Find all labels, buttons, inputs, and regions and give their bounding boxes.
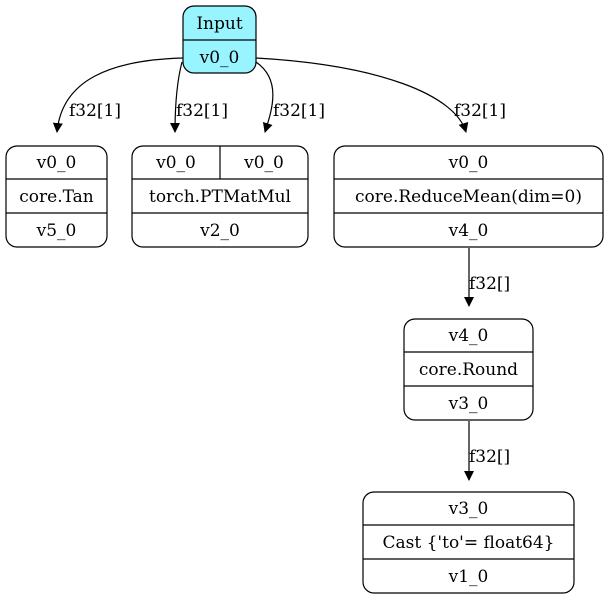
edge-input-to-matmul-b (255, 61, 274, 133)
node-matmul[interactable]: v0_0 v0_0 torch.PTMatMul v2_0 (131, 145, 309, 248)
edge-input-to-reduce-mean (255, 57, 469, 133)
edges (52, 57, 474, 481)
node-reduce-mean-output: v4_0 (448, 221, 489, 241)
node-cast-op: Cast {'to'= float64} (383, 533, 555, 553)
node-reduce-mean-op: core.ReduceMean(dim=0) (355, 187, 582, 207)
node-round-input: v4_0 (448, 326, 489, 346)
edge-label-input-to-tan: f32[1] (69, 101, 121, 121)
node-round-output: v3_0 (448, 394, 489, 414)
node-tan-input: v0_0 (36, 153, 77, 173)
node-matmul-input-b: v0_0 (243, 153, 284, 173)
edge-label-round-to-cast: f32[] (469, 447, 510, 467)
edge-label-input-to-reduce-mean: f32[1] (454, 101, 506, 121)
node-matmul-input-a: v0_0 (155, 153, 196, 173)
edge-input-to-tan (52, 57, 184, 133)
node-cast[interactable]: v3_0 Cast {'to'= float64} v1_0 (362, 491, 575, 594)
edge-label-input-to-matmul-a: f32[1] (176, 101, 228, 121)
node-reduce-mean-input: v0_0 (448, 153, 489, 173)
node-cast-output: v1_0 (448, 567, 489, 587)
node-tan-output: v5_0 (36, 221, 77, 241)
node-tan[interactable]: v0_0 core.Tan v5_0 (5, 145, 108, 248)
node-tan-op: core.Tan (19, 187, 94, 207)
node-input[interactable]: Input v0_0 (182, 5, 257, 74)
node-round-op: core.Round (419, 360, 518, 380)
node-cast-input: v3_0 (448, 499, 489, 519)
node-reduce-mean[interactable]: v0_0 core.ReduceMean(dim=0) v4_0 (333, 145, 604, 248)
node-matmul-op: torch.PTMatMul (149, 187, 291, 207)
edge-label-reduce-mean-to-round: f32[] (469, 274, 510, 294)
edge-input-to-matmul-a (170, 61, 183, 133)
node-matmul-output: v2_0 (199, 221, 240, 241)
node-input-output: v0_0 (199, 48, 240, 68)
node-round[interactable]: v4_0 core.Round v3_0 (403, 318, 534, 421)
node-input-title: Input (196, 14, 242, 34)
edge-label-input-to-matmul-b: f32[1] (273, 101, 325, 121)
